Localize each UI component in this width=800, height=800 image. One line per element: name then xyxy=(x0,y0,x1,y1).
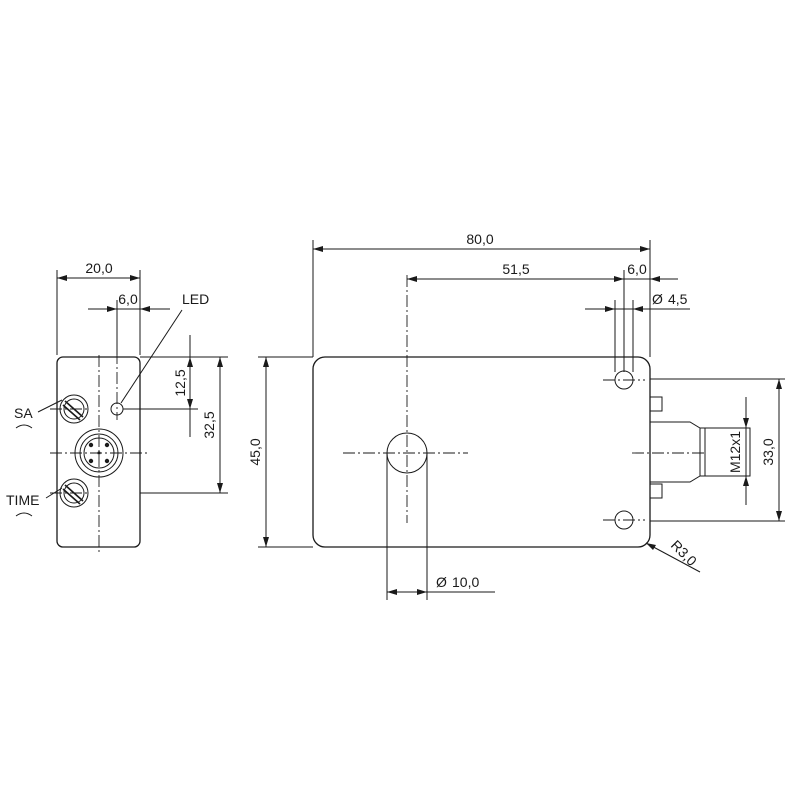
time-potentiometer-icon xyxy=(59,478,89,508)
front-view: 80,0 51,5 6,0 Ø 4,5 45,0 33,0 M12x1 xyxy=(247,231,785,600)
dim-connector-height: 33,0 xyxy=(760,438,776,465)
label-sa: SA xyxy=(14,405,33,421)
m12-connector-side xyxy=(649,378,785,522)
dim-center-offset: 51,5 xyxy=(502,261,529,277)
dim-hole-diameter: 4,5 xyxy=(668,291,688,307)
dim-side-width: 20,0 xyxy=(85,260,112,276)
label-led: LED xyxy=(182,291,209,307)
dim-hole-offset: 6,0 xyxy=(627,261,647,277)
dim-led-offset: 6,0 xyxy=(118,291,138,307)
m12-connector-icon xyxy=(74,428,124,478)
side-view: 20,0 6,0 LED 12,5 32,5 SA TIME xyxy=(6,260,228,552)
rotate-arrow-icon xyxy=(15,512,33,517)
label-time: TIME xyxy=(6,492,39,508)
sa-potentiometer-icon xyxy=(59,394,89,424)
diameter-symbol: Ø xyxy=(436,574,447,590)
diameter-symbol: Ø xyxy=(652,291,663,307)
front-view-housing xyxy=(312,356,651,548)
dim-radius: R3,0 xyxy=(668,537,700,569)
dim-led-height: 12,5 xyxy=(172,369,188,396)
rotate-arrow-icon xyxy=(15,424,33,429)
dim-front-length: 80,0 xyxy=(466,231,493,247)
dim-front-height: 45,0 xyxy=(247,438,263,465)
dim-side-height: 32,5 xyxy=(201,411,217,438)
dim-thread: M12x1 xyxy=(727,431,743,473)
dim-center-diameter: 10,0 xyxy=(452,574,479,590)
